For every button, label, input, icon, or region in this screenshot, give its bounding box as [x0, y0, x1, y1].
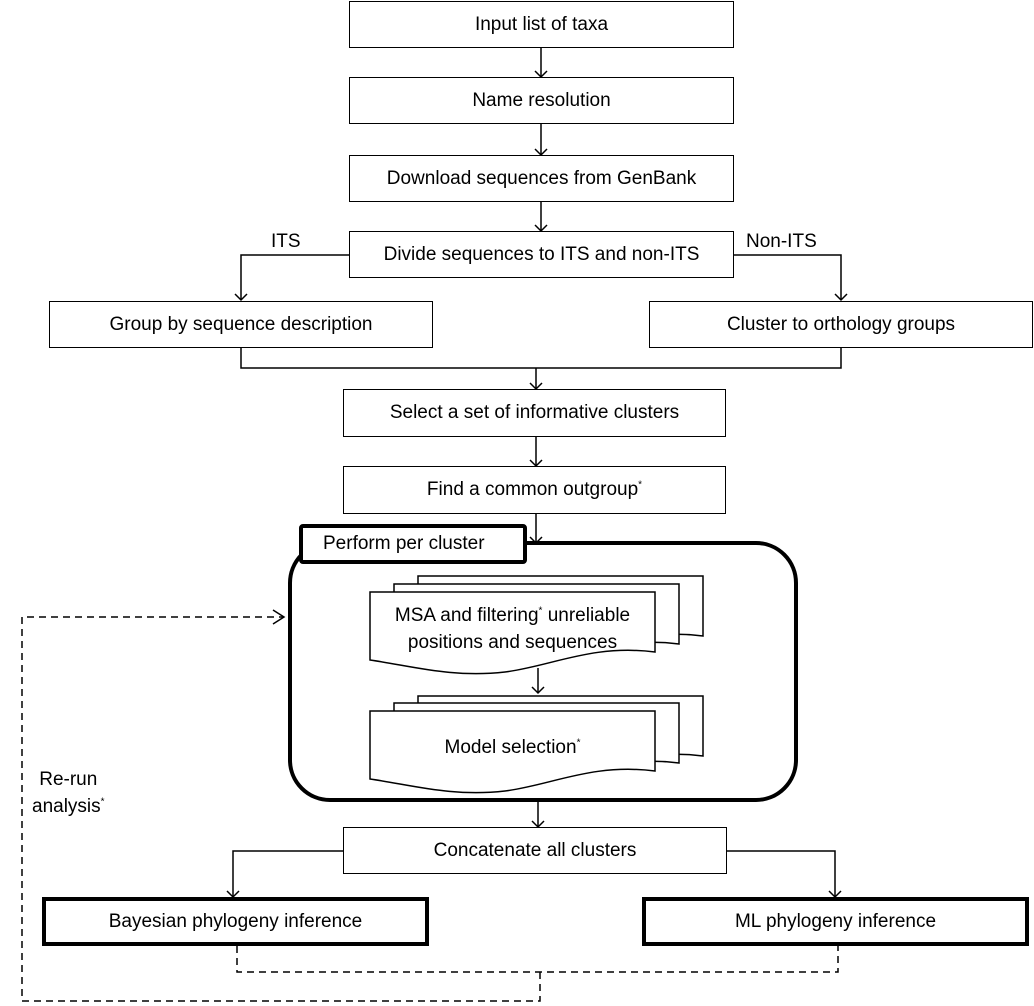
msa-line-2: positions and sequences [407, 632, 618, 653]
step-concatenate: Concatenate all clusters [343, 827, 727, 874]
step-select-clusters: Select a set of informative clusters [343, 389, 726, 437]
step-find-outgroup: Find a common outgroup* [343, 466, 726, 514]
step-cluster-orthology-label: Cluster to orthology groups [726, 313, 956, 335]
branch-label-non-its: Non-ITS [746, 231, 817, 252]
step-cluster-orthology: Cluster to orthology groups [649, 301, 1033, 348]
step-ml-inference: ML phylogeny inference [642, 897, 1029, 946]
step-name-resolution-label: Name resolution [472, 89, 611, 111]
step-divide: Divide sequences to ITS and non-ITS [349, 231, 734, 278]
step-msa-filtering: MSA and filtering* unreliable positions … [370, 602, 655, 656]
per-cluster-container [288, 541, 798, 802]
rerun-dashed-merge [236, 946, 839, 973]
per-cluster-title-box: Perform per cluster [299, 524, 527, 564]
step-input-taxa-label: Input list of taxa [474, 13, 609, 35]
rerun-line-2: analysis* [32, 796, 105, 817]
arrow-concat-to-ml [727, 850, 842, 899]
arrow-concat-to-bayesian [226, 850, 343, 899]
model-document-stack [369, 695, 704, 794]
step-ml-inference-label: ML phylogeny inference [734, 910, 937, 932]
footnote-mark: * [538, 605, 543, 617]
footnote-mark: * [576, 737, 581, 749]
rerun-arrowhead [272, 609, 286, 625]
msa-document-stack [369, 575, 704, 675]
footnote-mark: * [100, 796, 105, 808]
step-divide-label: Divide sequences to ITS and non-ITS [383, 243, 700, 265]
step-bayesian-inference-label: Bayesian phylogeny inference [108, 910, 363, 932]
branch-label-its: ITS [271, 231, 301, 252]
rerun-dashed-loop [21, 616, 541, 1002]
step-find-outgroup-label: Find a common outgroup* [426, 479, 643, 500]
step-download: Download sequences from GenBank [349, 155, 734, 202]
step-select-clusters-label: Select a set of informative clusters [389, 402, 680, 423]
msa-line-1: MSA and filtering* unreliable [394, 605, 631, 626]
step-download-label: Download sequences from GenBank [386, 167, 697, 189]
step-input-taxa: Input list of taxa [349, 1, 734, 48]
step-group-by-description-label: Group by sequence description [109, 313, 373, 335]
footnote-mark: * [638, 479, 643, 491]
arrow-divide-to-non-its [733, 254, 848, 302]
step-model-selection: Model selection* [444, 737, 581, 758]
rerun-analysis-label: Re-run analysis* [32, 766, 105, 820]
step-concatenate-label: Concatenate all clusters [433, 839, 637, 861]
step-group-by-description: Group by sequence description [49, 301, 433, 348]
step-bayesian-inference: Bayesian phylogeny inference [42, 897, 429, 946]
per-cluster-title: Perform per cluster [323, 533, 485, 554]
step-name-resolution: Name resolution [349, 77, 734, 124]
arrow-divide-to-its [234, 254, 349, 302]
merge-line [240, 348, 842, 369]
rerun-line-1: Re-run [39, 769, 98, 790]
